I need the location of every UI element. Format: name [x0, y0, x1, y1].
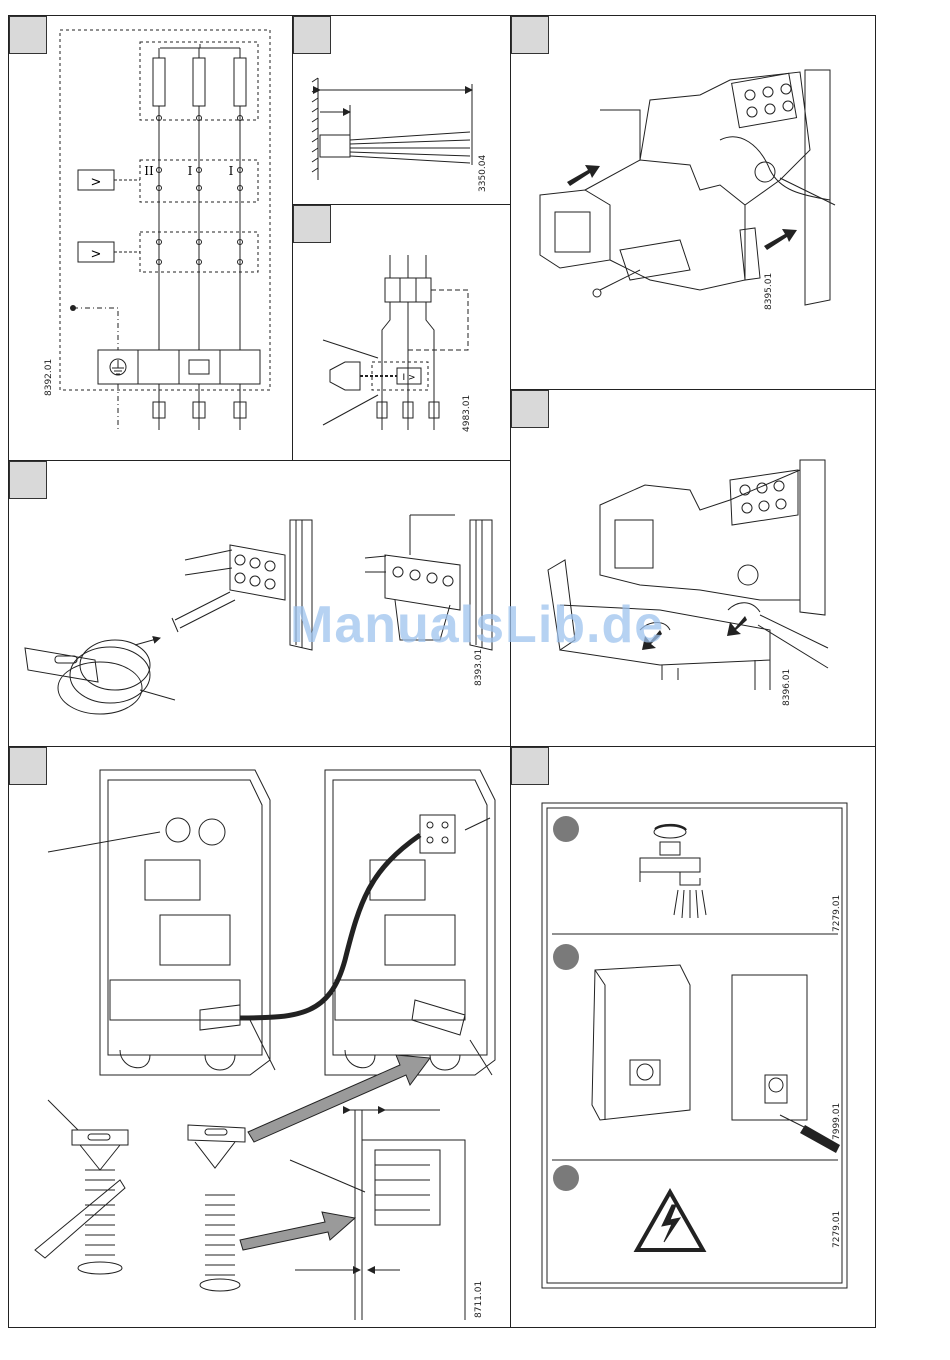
panel-3-schematic	[323, 255, 468, 430]
roman-label-2: II	[144, 164, 154, 178]
figure-code-7: 8711.01	[474, 1281, 484, 1318]
step-1-marker	[553, 816, 579, 842]
figure-code-1: 8392.01	[44, 359, 54, 396]
panel-8-steps	[542, 803, 847, 1288]
figure-code-2: 3350.04	[478, 155, 488, 192]
relay-symbol-1: >	[91, 175, 102, 190]
roman-label-1a: I	[188, 164, 193, 178]
panel-7-grey-arrows	[240, 1055, 430, 1250]
overcurrent-symbol: I >	[402, 373, 415, 383]
panel-6-clamps	[548, 460, 828, 690]
figure-code-8a: 7279.01	[832, 895, 842, 932]
panel-4-arrows	[567, 165, 797, 250]
earth-dot	[70, 305, 76, 311]
panel-2-cable	[312, 78, 472, 180]
watermark: ManualsLib.de	[290, 595, 664, 655]
figure-code-3: 4983.01	[462, 395, 472, 432]
figure-code-8b: 7999.01	[832, 1103, 842, 1140]
roman-label-1b: I	[229, 164, 234, 178]
step-3-marker	[553, 1165, 579, 1191]
relay-symbol-2: >	[91, 247, 102, 262]
step-2-marker	[553, 944, 579, 970]
panel-1-circuit	[60, 30, 270, 430]
figure-code-6: 8396.01	[782, 669, 792, 706]
figure-code-4: 8395.01	[764, 273, 774, 310]
panel-4-assembly	[540, 70, 835, 305]
figure-code-8c: 7279.01	[832, 1211, 842, 1248]
